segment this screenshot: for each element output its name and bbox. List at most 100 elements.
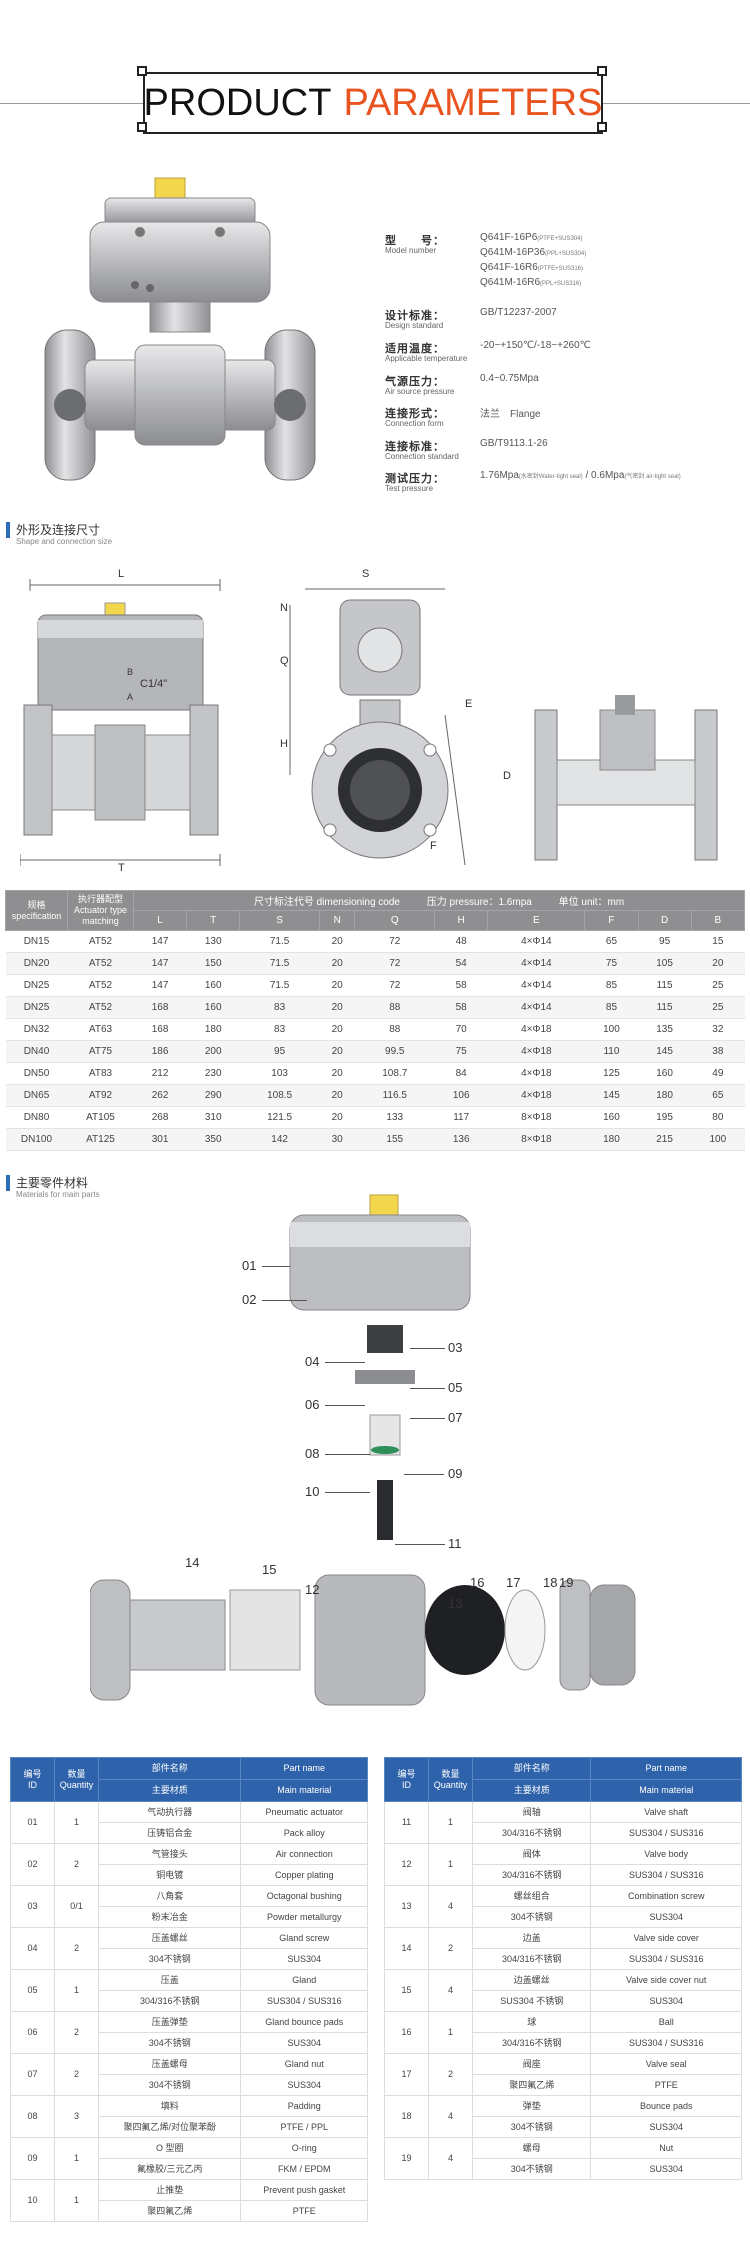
table-cell: 25	[691, 974, 745, 997]
dim-label: T	[118, 862, 125, 874]
table-cell: 160	[186, 996, 240, 1019]
table-cell: 80	[691, 1106, 745, 1129]
dim-label: L	[118, 568, 125, 580]
table-cell: AT63	[67, 1018, 134, 1041]
table-cell: SUS304	[240, 1948, 368, 1970]
table-cell: 聚四氟乙烯	[471, 2074, 592, 2096]
table-cell: 135	[638, 1018, 692, 1041]
part-label-02: 02	[242, 1292, 257, 1307]
table-cell: 2	[54, 2011, 99, 2054]
table-cell: SUS304 / SUS316	[240, 1990, 368, 2012]
table-cell: 72	[354, 974, 435, 997]
table-cell: 103	[239, 1062, 320, 1085]
spec-value: Q641M-16P36(PPL+SUS304)	[480, 247, 587, 258]
table-cell: 1	[54, 2137, 99, 2180]
table-cell: 310	[186, 1106, 240, 1129]
header-dims: 尺寸标注代号 dimensioning code 压力 pressure：1.6…	[133, 890, 745, 911]
table-cell: 边盖	[471, 1927, 592, 1949]
header-name-en: Part name	[240, 1757, 368, 1780]
leader-line	[325, 1454, 370, 1455]
table-cell: 4×Φ14	[487, 996, 585, 1019]
table-cell: 85	[584, 974, 639, 997]
column-header: Q	[354, 910, 436, 931]
part-label-08: 08	[305, 1446, 320, 1461]
table-cell: 75	[584, 952, 639, 975]
table-cell: 阀体	[471, 1843, 592, 1865]
section-marker	[6, 1175, 10, 1191]
dim-label: Q	[280, 655, 289, 667]
table-cell: 填料	[97, 2095, 242, 2117]
column-header: L	[132, 910, 188, 931]
table-cell: 105	[638, 952, 692, 975]
table-cell: 180	[186, 1018, 240, 1041]
spec-sublabel: Connection form	[385, 419, 444, 428]
table-cell: Octagonal bushing	[240, 1885, 368, 1907]
table-cell: 304/316不锈钢	[471, 1822, 592, 1844]
table-cell: Valve side cover	[590, 1927, 742, 1949]
table-cell: 1	[428, 1843, 473, 1886]
table-cell: Valve side cover nut	[590, 1969, 742, 1991]
leader-line	[404, 1474, 444, 1475]
spec-value: Q641F-16P6(PTFE+SUS304)	[480, 232, 583, 243]
table-cell: 230	[186, 1062, 240, 1085]
table-cell: 4	[428, 1969, 473, 2012]
header-corner	[137, 122, 147, 132]
table-cell: DN100	[5, 1128, 68, 1151]
table-cell: 100	[691, 1128, 745, 1151]
part-label-12: 12	[305, 1582, 320, 1597]
table-cell: 168	[133, 996, 187, 1019]
spec-label: 设计标准：	[385, 310, 445, 322]
port-label: A	[127, 692, 134, 702]
table-cell: Padding	[240, 2095, 368, 2117]
dim-label: D	[503, 770, 511, 782]
table-cell: 14	[384, 1927, 429, 1970]
header-frame	[143, 72, 603, 134]
table-header-row: 主要材质 Main material	[385, 1779, 742, 1802]
table-cell: 2	[54, 1843, 99, 1886]
dim-label: N	[280, 602, 288, 614]
table-cell: 350	[186, 1128, 240, 1151]
table-cell: 83	[239, 1018, 320, 1041]
table-cell: 72	[354, 952, 435, 975]
table-cell: 03	[10, 1885, 55, 1928]
table-cell: 301	[133, 1128, 187, 1151]
table-cell: DN15	[5, 930, 68, 953]
header-rule-right	[603, 103, 750, 104]
column-header: D	[637, 910, 692, 931]
table-cell: AT75	[67, 1040, 134, 1063]
table-cell: 54	[434, 952, 488, 975]
table-cell: Nut	[590, 2137, 742, 2159]
table-cell: 88	[354, 996, 435, 1019]
table-cell: 212	[133, 1062, 187, 1085]
table-cell: 13	[384, 1885, 429, 1928]
spec-value: Q641M-16R6(PPL+SUS316)	[480, 277, 582, 288]
table-cell: 268	[133, 1106, 187, 1129]
spec-sublabel: Test pressure	[385, 484, 434, 493]
table-cell: 2	[54, 2053, 99, 2096]
part-label-04: 04	[305, 1354, 320, 1369]
table-cell: 阀轴	[471, 1801, 592, 1823]
dim-label: E	[465, 698, 473, 710]
table-cell: 48	[434, 930, 488, 953]
table-cell: SUS304	[590, 1990, 742, 2012]
leader-line	[325, 1405, 365, 1406]
section-subtitle: Shape and connection size	[16, 537, 113, 546]
table-cell: 304不锈钢	[471, 2116, 592, 2138]
table-cell: 04	[10, 1927, 55, 1970]
header-mat-cn: 主要材质	[471, 1779, 592, 1802]
part-label-10: 10	[305, 1484, 320, 1499]
table-cell: 262	[133, 1084, 187, 1107]
table-cell: AT125	[67, 1128, 134, 1151]
part-label-16: 16	[470, 1575, 485, 1590]
table-cell: DN65	[5, 1084, 68, 1107]
table-cell: 180	[638, 1084, 692, 1107]
table-cell: 160	[584, 1106, 639, 1129]
